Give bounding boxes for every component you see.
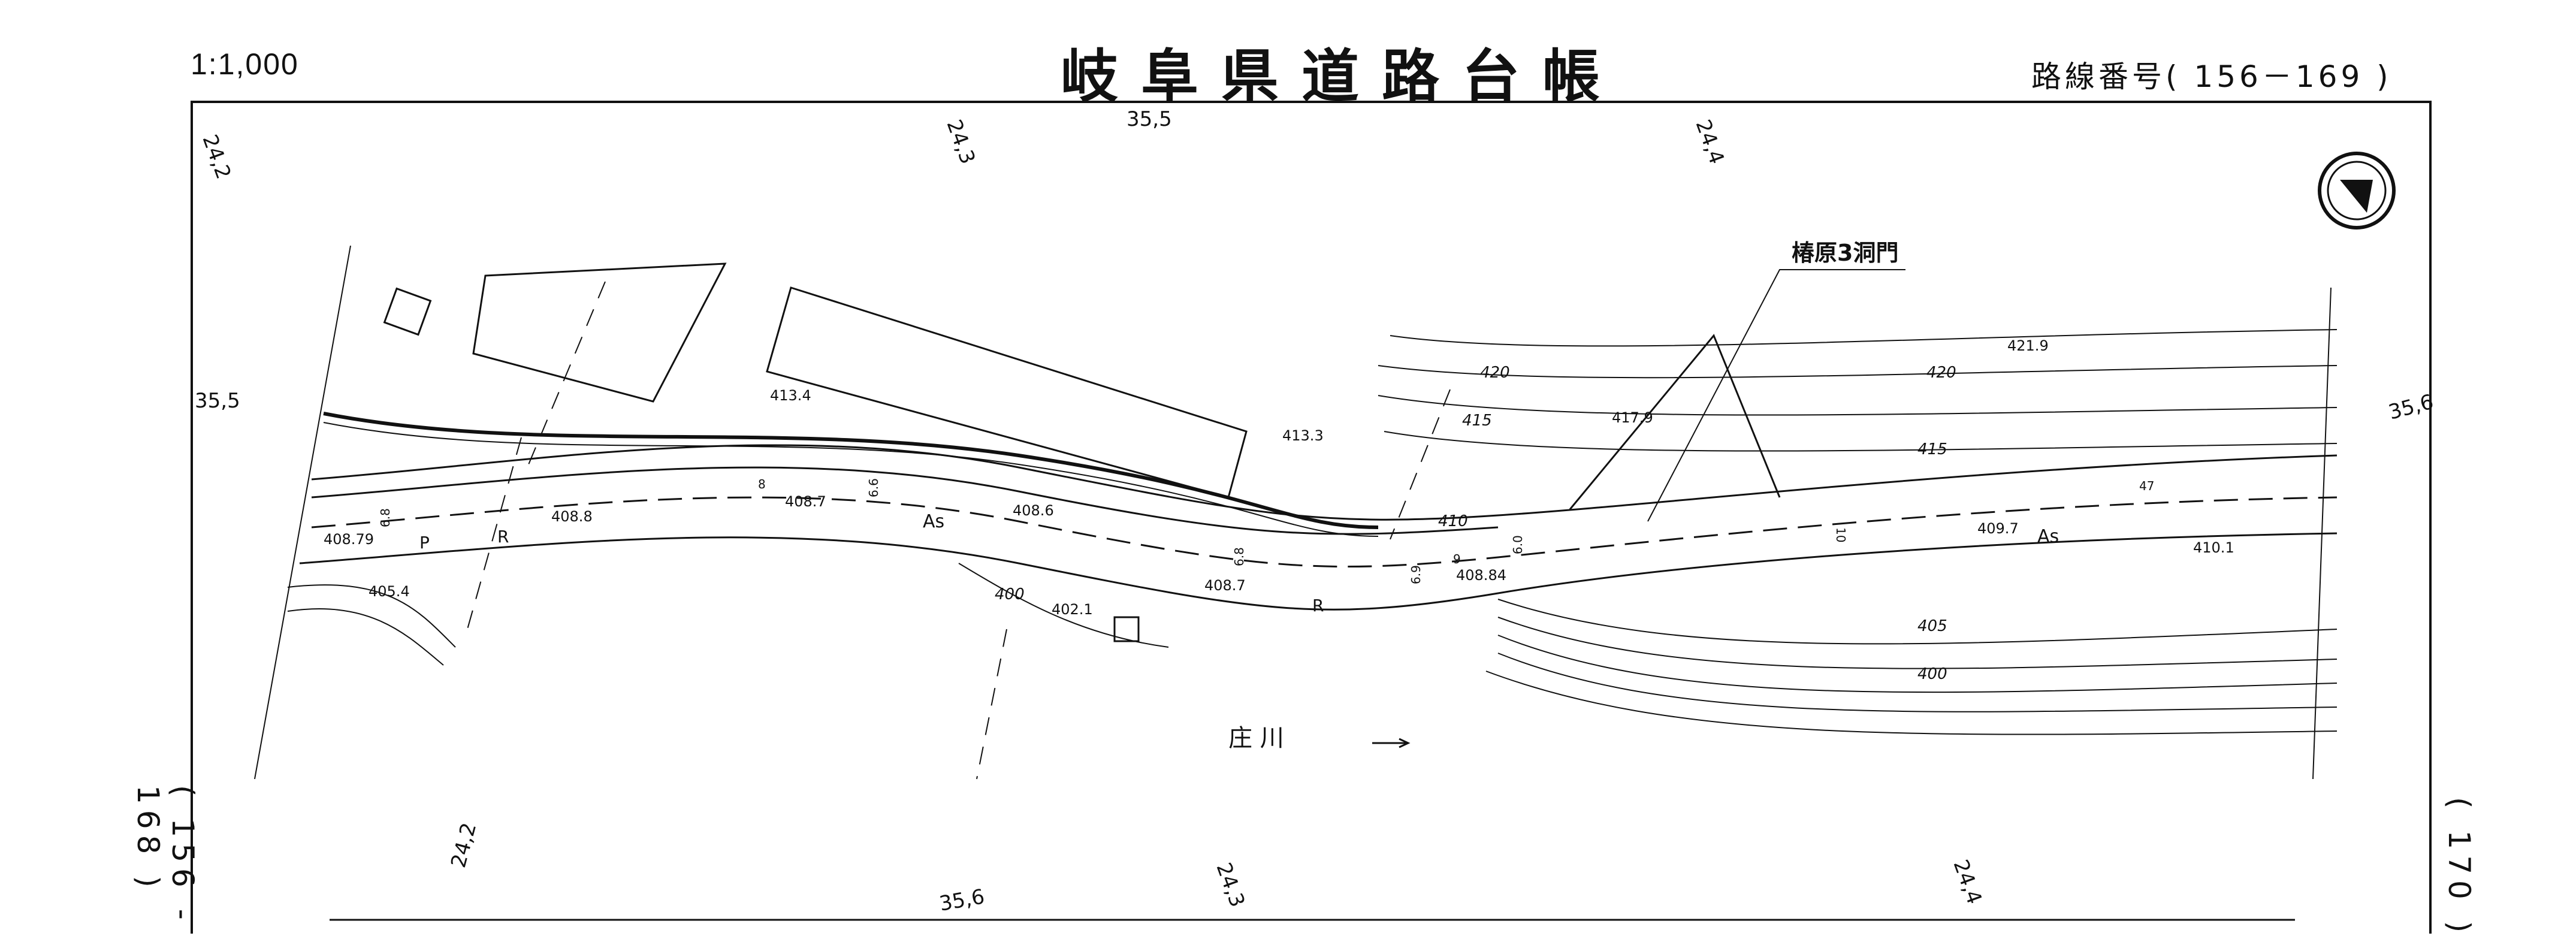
elevation-label: 408.79 — [324, 531, 374, 548]
contour-line — [1384, 431, 2338, 452]
elevation-label: 413.4 — [770, 387, 811, 404]
elevation-label: 417.9 — [1612, 409, 1653, 426]
tunnel-structure — [1569, 334, 1781, 510]
width-label: 6.6 — [866, 478, 881, 497]
north-arrow-icon — [2318, 152, 2396, 230]
contour-line — [1497, 599, 2338, 645]
grid-label-bottom: 35,6 — [938, 884, 986, 916]
width-label: 8 — [758, 477, 766, 491]
plan-limit-east — [2312, 287, 2332, 780]
elevation-label: 413.3 — [1282, 427, 1324, 444]
retaining-wall — [323, 412, 1379, 529]
map-frame — [191, 101, 2432, 934]
grid-label-bottom: 24,2 — [446, 820, 481, 870]
width-label: 6.8 — [378, 508, 392, 527]
contour-line — [1378, 365, 2338, 379]
elevation-label: 410.1 — [2193, 539, 2234, 556]
contour-number: 400 — [995, 585, 1025, 603]
edge-label: R — [497, 527, 509, 547]
building-3 — [383, 287, 432, 336]
surface-label: As — [2037, 526, 2059, 547]
grid-label-top: 24,3 — [942, 116, 980, 167]
contour-number: 420 — [1926, 364, 1956, 382]
width-label: 10 — [1834, 527, 1848, 542]
elevation-label: 402.1 — [1052, 601, 1093, 618]
contour-number: 405 — [1917, 617, 1947, 635]
grid-label-bottom: 24,3 — [1212, 859, 1249, 910]
sheet-header: 1:1,000 岐阜県道路台帳 路線番号( 156－169 ) — [0, 0, 2576, 110]
width-label: 6.8 — [1232, 547, 1246, 566]
contour-line — [1390, 329, 2338, 347]
elevation-label: 408.84 — [1456, 567, 1506, 584]
river-flow-arrow — [1372, 738, 1411, 748]
road-edge-north — [311, 444, 2338, 521]
contour-number: 420 — [1480, 364, 1510, 382]
contour-line — [958, 563, 1169, 648]
contour-number: 410 — [1438, 512, 1468, 530]
adjacent-sheet-left: ( 156 - 168 ) — [131, 785, 200, 926]
contour-line — [1497, 617, 2338, 669]
elevation-label: 408.6 — [1013, 502, 1054, 519]
width-label: 6.0 — [1511, 535, 1525, 554]
guide-line — [1390, 389, 1451, 540]
road-edge-south — [299, 532, 2338, 611]
road-edge-north-inner — [311, 466, 1499, 535]
contour-line — [1485, 671, 2338, 735]
adjacent-sheet-right: ( 170 ) — [2442, 797, 2477, 939]
building-4 — [1113, 616, 1140, 642]
grid-label-bottom: 24,4 — [1949, 856, 1986, 907]
edge-label: R — [1312, 596, 1324, 615]
grid-label-top: 35,5 — [1127, 107, 1172, 131]
retaining-wall-2 — [323, 422, 1379, 537]
road-centerline — [311, 496, 2338, 568]
elevation-label: 421.9 — [2007, 337, 2049, 354]
contour-line — [287, 584, 456, 648]
contour-line — [1378, 395, 2338, 416]
grid-label-side: 35,6 — [2386, 390, 2436, 424]
contour-line — [1497, 635, 2338, 693]
map-scale: 1:1,000 — [191, 47, 299, 81]
contour-number: 415 — [1462, 412, 1492, 430]
route-number: 路線番号( 156－169 ) — [2031, 59, 2392, 94]
grid-label-top: 24,4 — [1691, 116, 1729, 167]
plan-limit-west — [254, 245, 351, 780]
contour-line — [287, 608, 444, 666]
building-1 — [472, 262, 727, 403]
guide-line — [527, 281, 606, 468]
contour-line — [1497, 653, 2338, 712]
page-title: 岐阜県道路台帳 — [1061, 43, 1623, 110]
contour-number: 400 — [1917, 665, 1947, 683]
elevation-label: 408.7 — [785, 493, 826, 510]
elevation-label: 408.7 — [1204, 577, 1246, 594]
grid-label-top: 24,2 — [198, 131, 235, 182]
guide-line — [467, 437, 522, 630]
elevation-label: 408.8 — [551, 508, 593, 525]
tunnel-leader — [1647, 269, 1905, 522]
elevation-label: 405.4 — [369, 583, 410, 600]
width-label: 9 — [1453, 552, 1461, 566]
width-label: 6.9 — [1409, 565, 1423, 584]
building-2 — [766, 286, 1248, 499]
guide-line — [976, 629, 1007, 780]
width-label: 47 — [2139, 479, 2154, 493]
surface-label: As — [923, 511, 944, 532]
grid-label-side: 35,5 — [195, 389, 240, 413]
river-name-label: 庄 川 — [1228, 724, 1284, 752]
elevation-label: 409.7 — [1977, 520, 2019, 537]
contour-number: 415 — [1917, 440, 1947, 458]
tunnel-name-label: 椿原3洞門 — [1792, 240, 1898, 266]
edge-label: P — [419, 533, 430, 552]
